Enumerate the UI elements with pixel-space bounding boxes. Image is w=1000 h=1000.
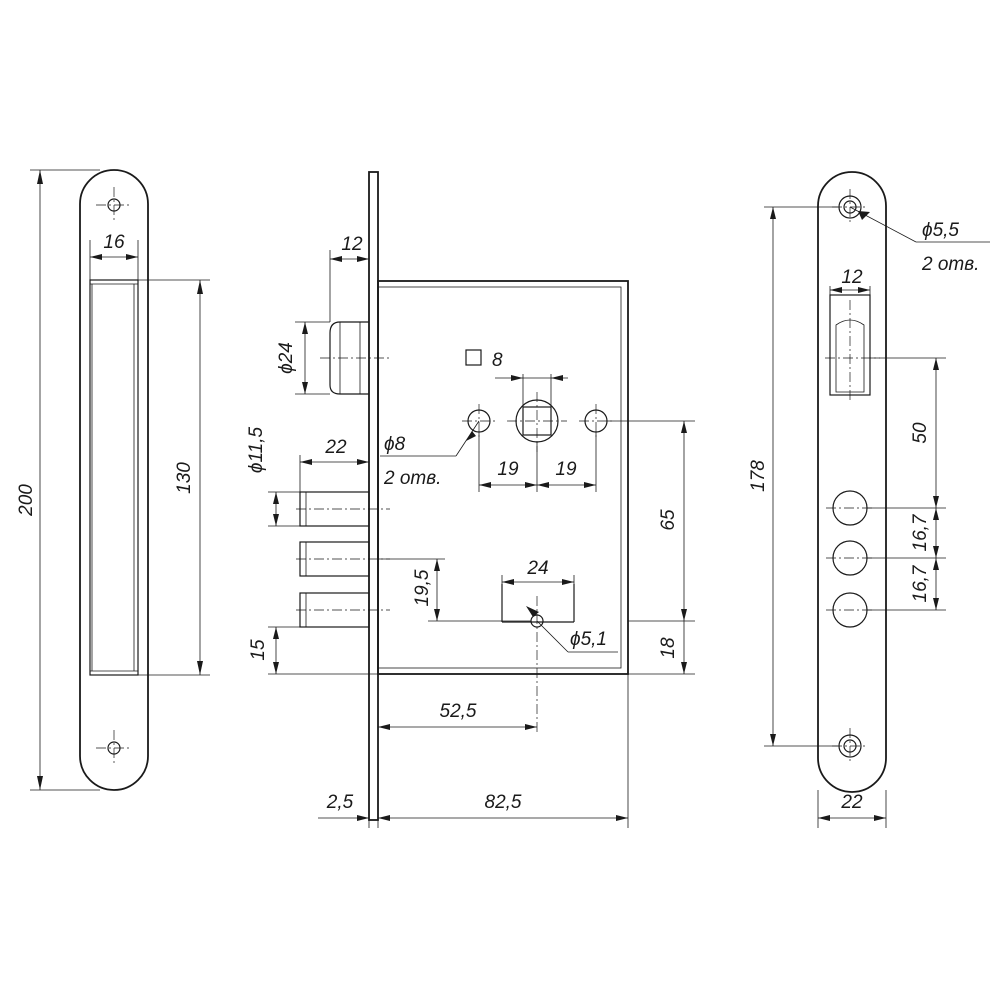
square-symbol	[465, 349, 482, 366]
dim-strike-height: 200	[16, 484, 37, 517]
deadbolt-3	[296, 592, 390, 628]
strike-plate-slot	[89, 279, 139, 676]
latch-bolt	[320, 321, 390, 395]
dim-cylinder-hole: ϕ5,1	[570, 629, 607, 650]
dim-faceplate-width: 22	[840, 792, 863, 813]
dim-holes-count: 2 отв.	[383, 468, 441, 489]
lock-body-view: 12 ϕ24 8 ϕ8 2 отв. 19 19	[246, 171, 695, 828]
faceplate-outline	[817, 171, 887, 793]
dim-bolt-spacing-1: 16,7	[910, 513, 931, 551]
dim-holes-diameter: ϕ8	[384, 434, 406, 455]
faceplate-view: ϕ5,5 2 отв. 12 178 50 16,7 16,7	[748, 171, 990, 828]
dim-cylinder-width: 24	[526, 558, 548, 579]
strike-screw-hole-bottom	[96, 730, 132, 766]
dim-bolt-spacing-2: 16,7	[910, 564, 931, 602]
dim-strike-slot-height: 130	[174, 462, 195, 494]
dim-deadbolt-throw: 22	[324, 437, 347, 458]
dim-cylinder-bottom: 18	[658, 637, 679, 659]
strike-plate-view: 200 16 130	[16, 169, 210, 791]
dim-faceplate-screw-count: 2 отв.	[921, 254, 979, 275]
dim-cylinder-offset: 19,5	[412, 569, 433, 606]
dim-deadbolt-diameter: ϕ11,5	[246, 427, 267, 474]
strike-screw-hole-top	[96, 187, 132, 223]
dim-faceplate-screw-diameter: ϕ5,5	[922, 220, 959, 241]
dim-faceplate-height: 178	[748, 460, 769, 492]
dim-body-depth: 82,5	[485, 792, 522, 813]
dim-latch-to-bolt: 50	[910, 422, 931, 444]
faceplate-bolt-hole-3	[826, 592, 874, 628]
dim-latch-diameter: ϕ24	[276, 342, 297, 374]
faceplate-bolt-hole-2	[826, 540, 874, 576]
dim-faceplate-slot: 12	[841, 267, 863, 288]
faceplate-bolt-hole-1	[826, 490, 874, 526]
cylinder-cam	[501, 584, 575, 735]
dim-square-spindle: 8	[492, 350, 503, 371]
lock-faceplate	[368, 171, 379, 821]
deadbolt-1	[296, 491, 390, 527]
dim-bolt-step: 12	[341, 234, 363, 255]
strike-plate-outline	[79, 169, 149, 791]
dim-spacing-right: 19	[555, 459, 577, 480]
deadbolt-2	[296, 541, 390, 577]
dim-strike-slot-width: 16	[103, 232, 125, 253]
dim-bottom-bolt: 15	[248, 639, 269, 661]
dim-faceplate-thickness: 2,5	[326, 792, 354, 813]
dim-center-distance: 65	[658, 509, 679, 531]
dim-backset: 52,5	[440, 701, 477, 722]
faceplate-latch-slot	[825, 294, 880, 400]
dim-spacing-left: 19	[497, 459, 519, 480]
